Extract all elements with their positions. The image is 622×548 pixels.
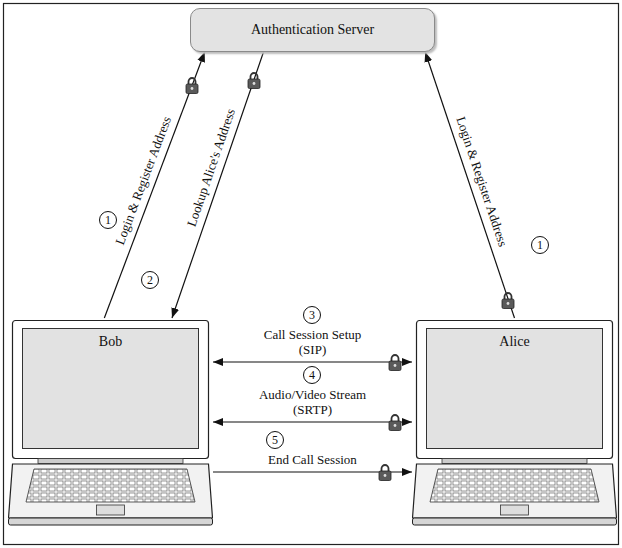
callout-number: 1: [99, 211, 117, 229]
user-name: Alice: [412, 334, 617, 351]
laptop-drawing: [412, 318, 617, 533]
connector-arrow: [104, 52, 204, 318]
keyboard: [430, 469, 599, 502]
base-edge: [9, 518, 213, 525]
edge-label: Audio/Video Stream (SRTP): [244, 387, 381, 417]
keyboard: [26, 469, 195, 502]
edge-label: Login & Register Address: [112, 113, 175, 248]
connector-arrow: [213, 361, 412, 362]
server-label: Authentication Server: [251, 22, 374, 39]
edge-label: Login & Register Address: [453, 113, 511, 249]
edge-label: End Call Session: [267, 452, 358, 467]
lock-icon: [379, 465, 391, 481]
connector-arrow: [213, 421, 412, 422]
callout-number: 2: [141, 271, 159, 289]
lock-icon: [502, 293, 514, 309]
edge-label: Call Session Setup (SIP): [248, 327, 378, 357]
laptop-base: [9, 464, 213, 518]
laptop-node: Bob: [8, 318, 213, 533]
connector-arrow: [172, 52, 264, 318]
laptop-drawing: [8, 318, 213, 533]
callout-number: 1: [531, 236, 549, 254]
callout-number: 3: [303, 306, 321, 324]
callout-number: 5: [266, 431, 284, 449]
lock-icon: [389, 355, 401, 371]
connector-arrow: [425, 52, 514, 318]
base-edge: [413, 518, 617, 525]
edge-label: Lookup Alice's Address: [183, 106, 238, 230]
laptop-base: [413, 464, 617, 518]
frame-rect: [4, 4, 619, 545]
user-name: Bob: [8, 334, 213, 351]
lock-icon: [389, 415, 401, 431]
hinge: [38, 459, 183, 464]
touchpad: [501, 505, 529, 515]
lock-icon: [186, 78, 198, 94]
laptop-node: Alice: [412, 318, 617, 533]
callout-number: 4: [303, 366, 321, 384]
lock-icon: [248, 73, 260, 89]
server-box: Authentication Server: [190, 8, 435, 52]
hinge: [442, 459, 587, 464]
touchpad: [97, 505, 125, 515]
